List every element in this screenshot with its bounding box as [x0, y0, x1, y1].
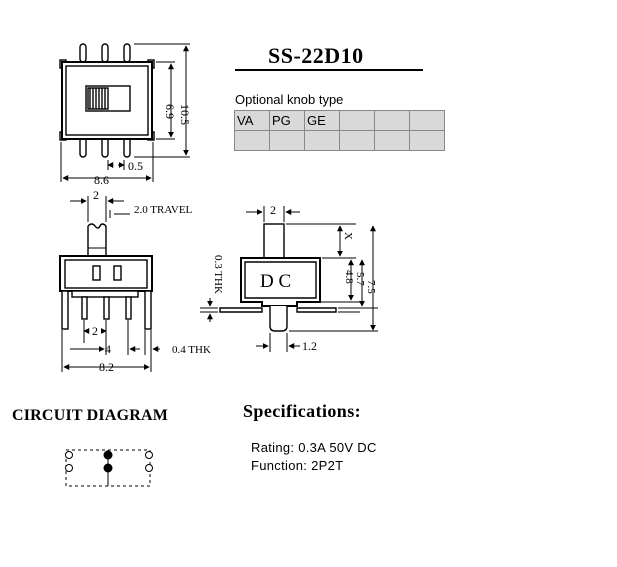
dc-label: D C	[260, 271, 291, 292]
circuit-schematic	[65, 449, 153, 487]
part-number-title: SS-22D10	[268, 43, 364, 68]
side-view	[200, 206, 378, 352]
dim-pin-offset: 0.5	[128, 159, 143, 173]
dim-side-h1: 4.8	[343, 270, 355, 284]
knob-type-caption: Optional knob type	[235, 92, 344, 107]
dim-top-height-outer: 10.5	[178, 104, 192, 125]
dim-pin-thk: 0.4 THK	[172, 344, 211, 356]
knob-type-header-row: VA PG GE	[234, 110, 445, 131]
dim-side-leg: 1.2	[302, 339, 317, 353]
knob-type-cell	[339, 130, 375, 151]
dim-side-h2: 5.7	[354, 272, 366, 286]
knob-type-cell: VA	[234, 110, 270, 131]
specifications-title: Specifications:	[243, 401, 361, 421]
knob-type-cell	[409, 130, 445, 151]
knob-type-cell	[374, 110, 410, 131]
spec-function: Function: 2P2T	[251, 458, 344, 473]
dim-side-knob-width: 2	[270, 203, 276, 217]
knob-type-cell	[409, 110, 445, 131]
dim-pin-pitch: 2	[92, 324, 98, 338]
knob-type-cell	[234, 130, 270, 151]
spec-rating: Rating: 0.3A 50V DC	[251, 440, 377, 455]
title-underline	[235, 69, 423, 71]
dim-pin-span: 4	[105, 342, 111, 356]
top-view	[59, 43, 190, 182]
knob-type-empty-row	[234, 130, 445, 151]
dim-side-h3: 7.5	[365, 280, 377, 294]
dim-top-width: 8.6	[94, 173, 109, 187]
dim-side-thk: 0.3 THK	[212, 255, 224, 294]
dim-side-x: X	[342, 232, 354, 240]
knob-type-table: VA PG GE	[234, 110, 445, 151]
dim-front-width: 8.2	[99, 360, 114, 374]
knob-type-cell	[374, 130, 410, 151]
front-view	[59, 196, 160, 372]
circuit-diagram-title: CIRCUIT DIAGRAM	[12, 407, 169, 424]
dim-top-height-inner: 6.9	[163, 104, 177, 119]
dim-travel: 2.0 TRAVEL	[134, 204, 193, 216]
dim-knob-width: 2	[93, 188, 99, 202]
